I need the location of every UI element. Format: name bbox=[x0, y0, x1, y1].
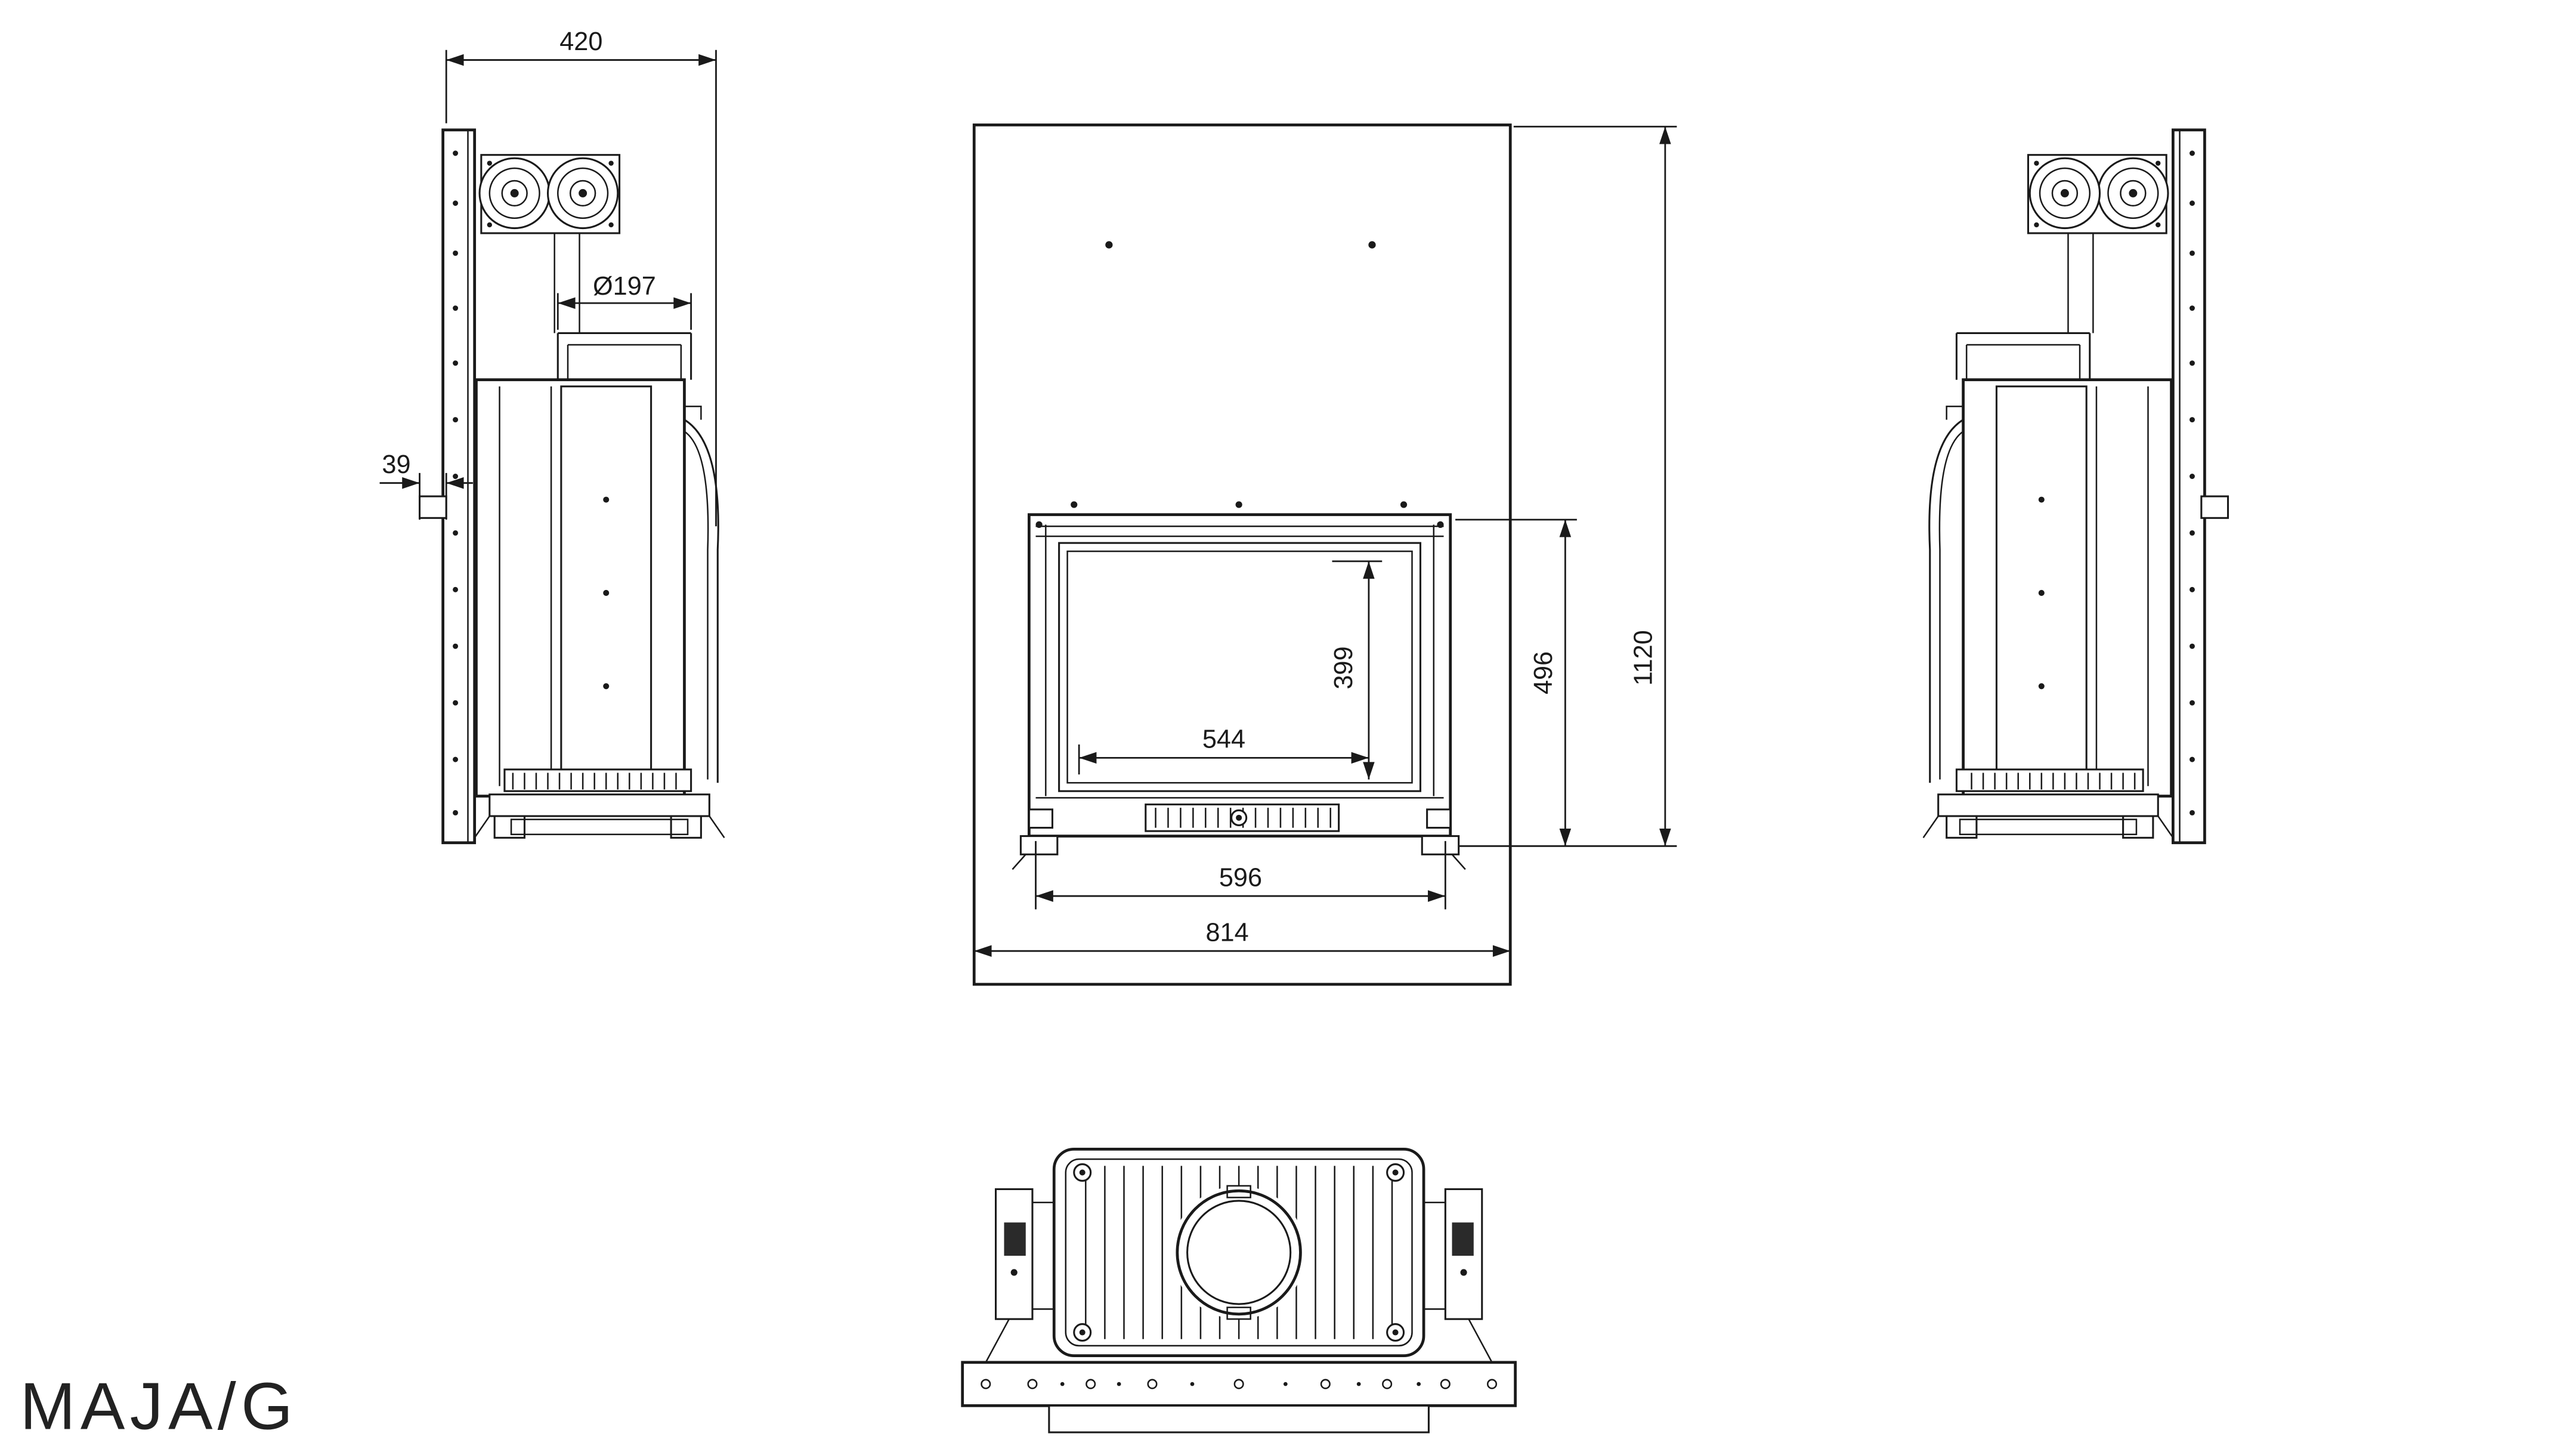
dim-glass-width: 544 bbox=[1202, 725, 1245, 754]
dim-total-width: 814 bbox=[1206, 918, 1249, 947]
flue-collar bbox=[556, 332, 692, 380]
dim-wall-offset: 39 bbox=[382, 450, 410, 479]
dim-flue-diameter: Ø197 bbox=[593, 272, 656, 301]
left-side-view-dimensions: 420 Ø197 39 bbox=[379, 27, 717, 527]
front-glass bbox=[1058, 542, 1421, 792]
front-view-dimensions: 544 399 496 1120 596 814 bbox=[974, 125, 1677, 957]
model-title: MAJA/G bbox=[20, 1368, 298, 1443]
counterweight-pulley-block bbox=[478, 154, 621, 234]
dim-firebox-height: 496 bbox=[1529, 651, 1558, 694]
dim-depth: 420 bbox=[559, 27, 602, 56]
front-view bbox=[972, 123, 1512, 986]
dim-glass-height: 399 bbox=[1329, 646, 1358, 689]
dim-total-height: 1120 bbox=[1629, 630, 1658, 685]
right-bracket bbox=[1424, 1188, 1483, 1320]
top-view bbox=[961, 1148, 1517, 1433]
right-side-view bbox=[1924, 130, 2228, 843]
side-view-geometry bbox=[419, 128, 725, 845]
left-bracket bbox=[994, 1188, 1054, 1320]
dim-door-width: 596 bbox=[1219, 863, 1262, 892]
